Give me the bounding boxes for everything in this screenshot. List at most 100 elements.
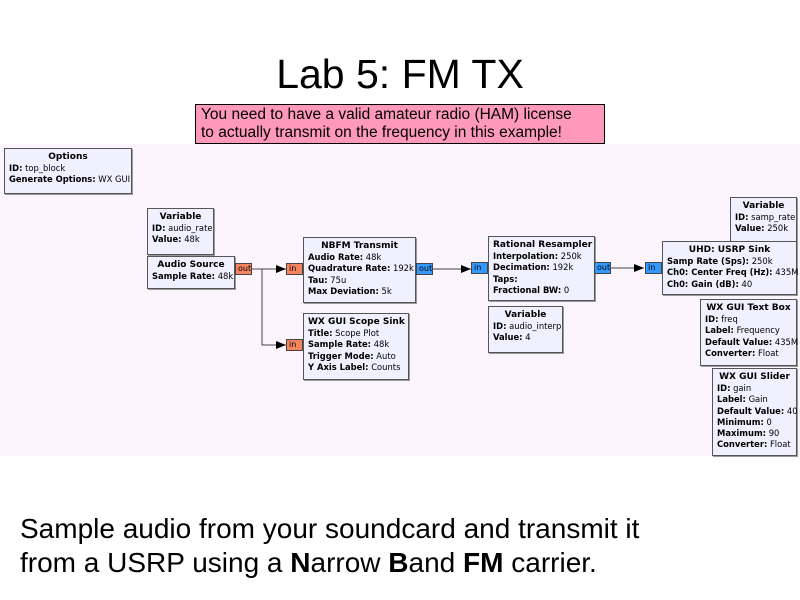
param-value: Frequency xyxy=(736,325,780,336)
param-value: 48k xyxy=(365,252,382,262)
param-value: 435M xyxy=(775,267,799,278)
caption-text: and xyxy=(408,547,464,578)
scope-sink-block[interactable]: WX GUI Scope Sink Title: Scope Plot Samp… xyxy=(303,313,409,380)
param-key: Default Value: xyxy=(705,336,773,347)
caption-bold-fm: FM xyxy=(463,547,504,578)
param-key: Maximum: xyxy=(717,428,767,439)
param-value: gain xyxy=(733,383,752,393)
param-value: 4 xyxy=(525,332,531,343)
param-key: Value: xyxy=(152,234,182,245)
block-title: WX GUI Text Box xyxy=(706,303,791,313)
block-title: Variable xyxy=(742,201,785,211)
resampler-out-port[interactable]: out xyxy=(594,262,611,274)
param-value: 435M xyxy=(774,336,799,347)
param-key: ID: xyxy=(705,314,719,324)
param-value: 90 xyxy=(768,428,780,439)
block-title: Rational Resampler xyxy=(493,240,593,250)
caption-line-2: from a USRP using a Narrow Band FM carri… xyxy=(20,546,639,580)
param-key: Quadrature Rate: xyxy=(308,263,391,274)
param-key: Minimum: xyxy=(717,416,764,427)
param-value: 250k xyxy=(767,223,789,234)
scope-sink-in-port[interactable]: in xyxy=(286,339,303,351)
block-title: Variable xyxy=(159,212,202,222)
block-title: Options xyxy=(48,152,88,162)
nbfm-out-port[interactable]: out xyxy=(416,263,433,275)
wx-gui-text-box-block[interactable]: WX GUI Text Box ID: freq Label: Frequenc… xyxy=(700,299,799,366)
param-value: 48k xyxy=(217,271,234,281)
variable-audio-rate-block[interactable]: Variable ID: audio_rate Value: 48k xyxy=(147,208,214,255)
resampler-in-port[interactable]: in xyxy=(471,262,488,274)
param-value: 250k xyxy=(560,251,582,261)
audio-source-block[interactable]: Audio Source Sample Rate: 48k xyxy=(147,256,235,289)
param-value: Counts xyxy=(371,361,401,372)
wx-gui-slider-block[interactable]: WX GUI Slider ID: gain Label: Gain Defau… xyxy=(712,368,798,456)
variable-samp-rate-block[interactable]: Variable ID: samp_rate Value: 250k xyxy=(730,197,797,244)
param-key: ID: xyxy=(493,321,507,331)
caption-bold-n: N xyxy=(290,547,311,578)
caption-text: carrier. xyxy=(503,547,597,578)
param-key: Generate Options: xyxy=(9,174,96,185)
rational-resampler-block[interactable]: Rational Resampler Interpolation: 250k D… xyxy=(488,236,595,301)
audio-source-out-port[interactable]: out xyxy=(235,263,252,275)
param-value: WX GUI xyxy=(98,174,131,185)
param-value: 250k xyxy=(751,256,773,266)
param-key: Label: xyxy=(705,325,734,336)
caption-line-1: Sample audio from your soundcard and tra… xyxy=(20,513,640,544)
param-key: Y Axis Label: xyxy=(308,361,369,372)
param-key: ID: xyxy=(9,163,23,173)
param-value: top_block xyxy=(25,163,66,173)
param-value: 40 xyxy=(741,278,753,289)
nbfm-transmit-block[interactable]: NBFM Transmit Audio Rate: 48k Quadrature… xyxy=(303,237,416,303)
param-key: Samp Rate (Sps): xyxy=(667,256,750,266)
param-value: audio_interp xyxy=(509,321,562,331)
param-key: Max Deviation: xyxy=(308,285,379,296)
param-key: Converter: xyxy=(705,347,756,358)
caption-text: arrow xyxy=(310,547,389,578)
param-value: 48k xyxy=(184,234,200,245)
nbfm-in-port[interactable]: in xyxy=(286,263,303,275)
block-title: NBFM Transmit xyxy=(321,241,398,251)
param-key: Default Value: xyxy=(717,405,785,416)
slide-caption: Sample audio from your soundcard and tra… xyxy=(20,512,639,580)
slide-title: Lab 5: FM TX xyxy=(276,51,524,97)
usrp-sink-block[interactable]: UHD: USRP Sink Samp Rate (Sps): 250k Ch0… xyxy=(662,241,799,295)
param-value: 48k xyxy=(373,339,390,350)
param-key: Ch0: Center Freq (Hz): xyxy=(667,267,773,278)
usrp-sink-in-port[interactable]: in xyxy=(645,262,662,274)
flowgraph-canvas[interactable]: Options ID: top_block Generate Options: … xyxy=(0,144,800,456)
param-value: 192k xyxy=(552,262,574,273)
param-value: Scope Plot xyxy=(335,328,380,338)
caption-bold-b: B xyxy=(388,547,409,578)
param-key: Fractional BW: xyxy=(493,284,562,295)
ham-license-warning: You need to have a valid amateur radio (… xyxy=(195,104,605,144)
param-key: Title: xyxy=(308,328,333,338)
param-value: Auto xyxy=(376,350,396,361)
block-title: Audio Source xyxy=(157,260,225,270)
param-value: 0 xyxy=(563,284,570,295)
param-value: freq xyxy=(721,314,738,324)
block-title: UHD: USRP Sink xyxy=(688,245,771,255)
param-value: Float xyxy=(769,439,791,450)
param-key: ID: xyxy=(717,383,731,393)
block-title: Variable xyxy=(504,310,547,320)
block-title: WX GUI Scope Sink xyxy=(308,317,405,327)
param-key: Label: xyxy=(717,394,746,405)
caption-text: from a USRP using a xyxy=(20,547,291,578)
param-key: Interpolation: xyxy=(493,251,559,261)
param-key: Audio Rate: xyxy=(308,252,364,262)
param-key: Value: xyxy=(493,332,523,343)
block-title: WX GUI Slider xyxy=(719,372,790,382)
param-key: ID: xyxy=(735,212,749,222)
variable-audio-interp-block[interactable]: Variable ID: audio_interp Value: 4 xyxy=(488,306,563,353)
param-key: Tau: xyxy=(308,274,328,285)
param-value: audio_rate xyxy=(168,223,213,233)
param-value: 75u xyxy=(330,274,347,285)
param-value: 192k xyxy=(393,263,414,274)
wire-audio-to-scope xyxy=(261,269,286,349)
options-block[interactable]: Options ID: top_block Generate Options: … xyxy=(4,148,132,194)
param-key: ID: xyxy=(152,223,166,233)
connections xyxy=(251,264,644,349)
param-value: Float xyxy=(757,347,779,358)
param-key: Sample Rate: xyxy=(308,339,372,350)
param-key: Sample Rate: xyxy=(152,271,216,281)
